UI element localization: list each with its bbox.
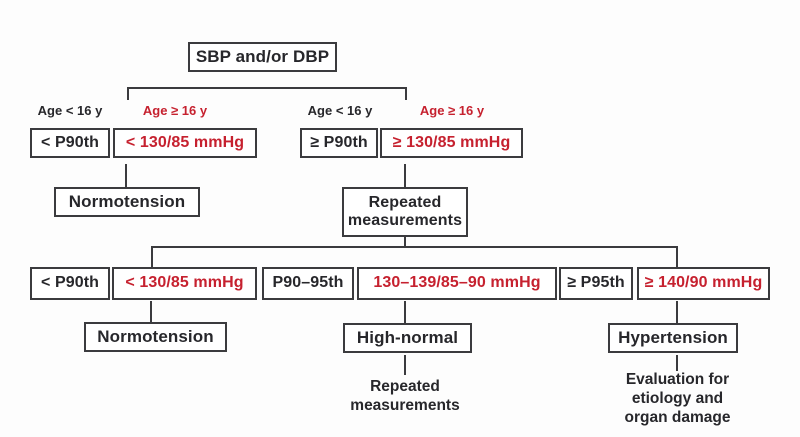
connector-tier2-normotension	[150, 301, 152, 323]
node-tier2-p95-greater: ≥ P95th	[559, 267, 633, 300]
node-tier2-130-139: 130–139/85–90 mmHg	[357, 267, 557, 300]
node-tier1-over-130-85: ≥ 130/85 mmHg	[380, 128, 523, 158]
connector-highnormal-followup	[404, 355, 406, 375]
node-high-normal: High-normal	[343, 323, 472, 353]
node-tier1-p90-less: < P90th	[30, 128, 110, 158]
followup-evaluation: Evaluation for etiology and organ damage	[624, 371, 731, 426]
node-normotension-1: Normotension	[54, 187, 200, 217]
age-label-under16-left: Age < 16 y	[37, 103, 103, 118]
bracket2-horizontal-line	[151, 246, 678, 248]
node-tier2-under-130-85: < 130/85 mmHg	[112, 267, 257, 300]
node-sbp-dbp: SBP and/or DBP	[188, 42, 337, 72]
followup-repeated-measurements: Repeated measurements	[350, 378, 460, 414]
bracket1-right-tick	[405, 87, 407, 100]
node-tier1-under-130-85: < 130/85 mmHg	[113, 128, 257, 158]
node-normotension-2: Normotension	[84, 322, 227, 352]
age-label-under16-right: Age < 16 y	[307, 103, 373, 118]
bracket2-right-tick	[676, 246, 678, 267]
node-tier2-p90-95: P90–95th	[262, 267, 354, 300]
node-tier1-p90-greater: ≥ P90th	[300, 128, 378, 158]
bracket1-left-tick	[127, 87, 129, 100]
age-label-over16-left: Age ≥ 16 y	[142, 103, 208, 118]
connector-tier1-repeated	[404, 164, 406, 187]
connector-tier1-normotension	[125, 164, 127, 187]
node-tier2-p90-less: < P90th	[30, 267, 110, 300]
bracket2-left-tick	[151, 246, 153, 267]
age-label-over16-right: Age ≥ 16 y	[419, 103, 485, 118]
node-tier2-over-140-90: ≥ 140/90 mmHg	[637, 267, 770, 300]
connector-tier2-highnormal	[404, 301, 406, 324]
node-repeated-measurements: Repeated measurements	[342, 187, 468, 237]
bracket1-horizontal-line	[127, 87, 407, 89]
connector-hypertension-followup	[676, 355, 678, 371]
connector-tier2-hypertension	[676, 301, 678, 324]
connector-repeated-to-bracket2	[404, 237, 406, 248]
node-hypertension: Hypertension	[608, 323, 738, 353]
